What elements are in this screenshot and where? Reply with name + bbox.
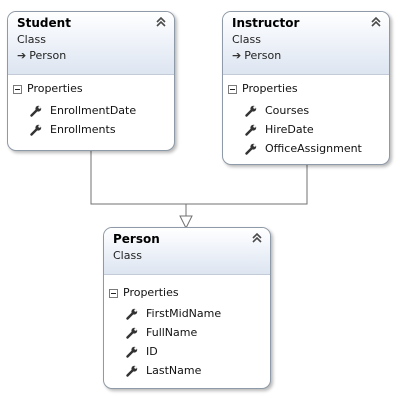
wrench-icon	[245, 143, 257, 155]
property-list: Courses HireDate OfficeAssignment	[223, 102, 389, 159]
student-class-box[interactable]: Student Class ➔Person Properties Enrollm…	[7, 11, 175, 151]
student-class-header[interactable]: Student Class ➔Person	[8, 12, 174, 75]
wrench-icon	[30, 124, 42, 136]
property-name: EnrollmentDate	[50, 104, 137, 117]
instructor-to-person-connector	[186, 164, 308, 205]
person-class-box[interactable]: Person Class Properties FirstMidName Ful…	[103, 227, 271, 389]
person-class-header[interactable]: Person Class	[104, 228, 270, 275]
collapse-minus-icon[interactable]	[13, 85, 22, 94]
property-row[interactable]: LastName	[104, 362, 270, 381]
instructor-class-box[interactable]: Instructor Class ➔Person Properties Cour…	[222, 11, 390, 165]
student-to-person-connector	[90, 150, 187, 218]
collapse-minus-icon[interactable]	[228, 85, 237, 94]
property-row[interactable]: FirstMidName	[104, 305, 270, 324]
property-row[interactable]: HireDate	[223, 121, 389, 140]
section-label: Properties	[123, 286, 179, 299]
base-class: ➔Person	[17, 49, 66, 62]
collapse-minus-icon[interactable]	[109, 289, 118, 298]
wrench-icon	[245, 105, 257, 117]
wrench-icon	[30, 105, 42, 117]
property-row[interactable]: ID	[104, 343, 270, 362]
base-class: ➔Person	[232, 49, 281, 62]
properties-section-header[interactable]: Properties	[104, 285, 270, 305]
property-row[interactable]: OfficeAssignment	[223, 140, 389, 159]
property-list: EnrollmentDate Enrollments	[8, 102, 174, 140]
properties-section-header[interactable]: Properties	[8, 81, 174, 101]
property-row[interactable]: EnrollmentDate	[8, 102, 174, 121]
wrench-icon	[245, 124, 257, 136]
wrench-icon	[126, 327, 138, 339]
inheritance-arrowhead-icon	[179, 215, 193, 230]
inheritance-arrow-icon: ➔	[232, 49, 242, 62]
property-name: OfficeAssignment	[265, 142, 362, 155]
double-chevron-up-icon[interactable]	[251, 232, 263, 244]
property-name: ID	[146, 345, 158, 358]
property-name: HireDate	[265, 123, 314, 136]
base-class-name: Person	[29, 49, 67, 62]
properties-section-header[interactable]: Properties	[223, 81, 389, 101]
property-row[interactable]: FullName	[104, 324, 270, 343]
property-row[interactable]: Courses	[223, 102, 389, 121]
section-label: Properties	[27, 82, 83, 95]
property-name: Courses	[265, 104, 310, 117]
wrench-icon	[126, 365, 138, 377]
base-class-name: Person	[244, 49, 282, 62]
class-stereotype: Class	[17, 33, 46, 46]
class-name: Instructor	[232, 16, 300, 30]
wrench-icon	[126, 346, 138, 358]
section-label: Properties	[242, 82, 298, 95]
class-stereotype: Class	[232, 33, 261, 46]
property-name: FullName	[146, 326, 198, 339]
wrench-icon	[126, 308, 138, 320]
instructor-class-header[interactable]: Instructor Class ➔Person	[223, 12, 389, 75]
double-chevron-up-icon[interactable]	[370, 16, 382, 28]
class-name: Student	[17, 16, 71, 30]
class-name: Person	[113, 232, 160, 246]
property-name: LastName	[146, 364, 202, 377]
double-chevron-up-icon[interactable]	[155, 16, 167, 28]
property-name: FirstMidName	[146, 307, 222, 320]
property-list: FirstMidName FullName ID Last	[104, 305, 270, 381]
property-name: Enrollments	[50, 123, 116, 136]
property-row[interactable]: Enrollments	[8, 121, 174, 140]
class-stereotype: Class	[113, 249, 142, 262]
inheritance-arrow-icon: ➔	[17, 49, 27, 62]
